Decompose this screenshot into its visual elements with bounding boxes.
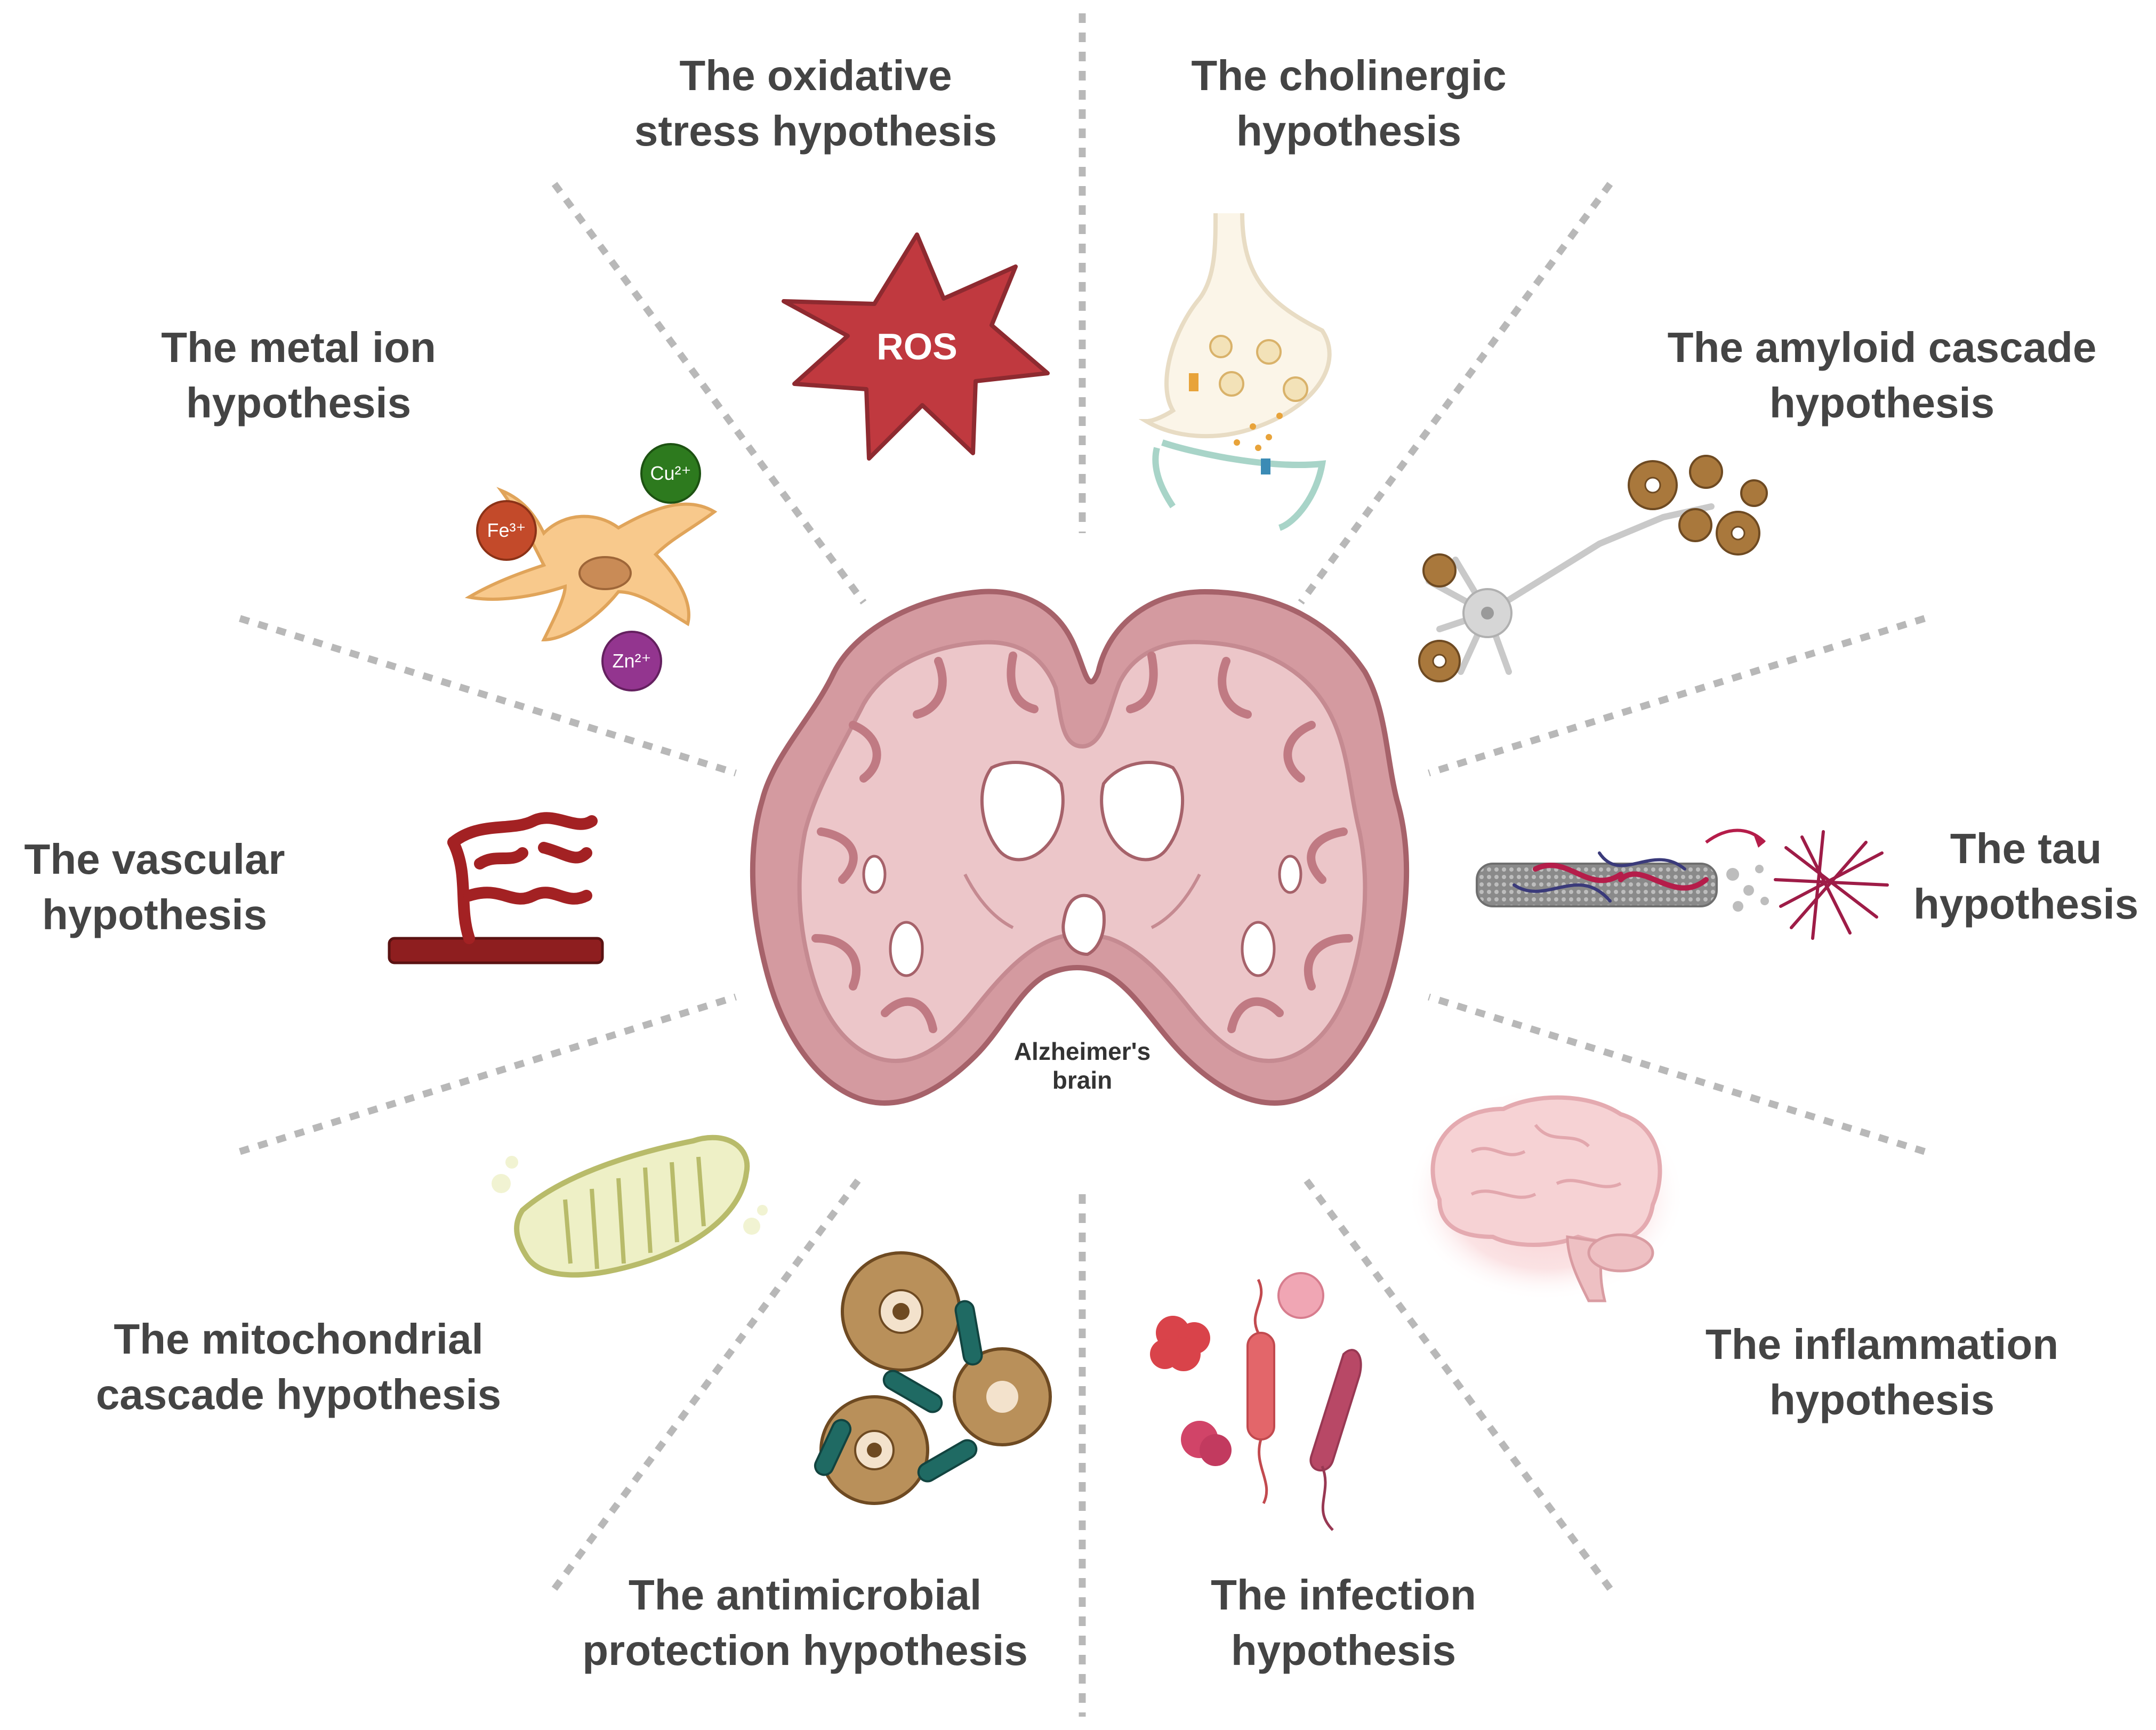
microtubule-tangle-icon <box>1476 828 1889 940</box>
microbes-icon <box>1150 1272 1362 1531</box>
zn-ion-icon <box>601 631 662 691</box>
vascular-line2: hypothesis <box>42 891 268 938</box>
vascular-title: The vascular hypothesis <box>0 832 309 943</box>
metal-line2: hypothesis <box>186 379 412 427</box>
ion-fe-label: Fe³⁺ <box>477 520 536 541</box>
fe-ion-icon <box>476 500 537 561</box>
synapse-icon <box>1138 213 1332 531</box>
tau-title: The tau hypothesis <box>1898 821 2154 932</box>
oxidative-line2: stress hypothesis <box>634 107 997 155</box>
mitochondrion-icon <box>492 1134 768 1278</box>
infection-line1: The infection <box>1211 1571 1476 1619</box>
brain-caption-line1: Alzheimer's <box>1013 1037 1151 1065</box>
antimicrobial-protection-title: The antimicrobial protection hypothesis <box>538 1567 1072 1678</box>
amyloid-bacteria-icon <box>814 1251 1052 1505</box>
oxidative-line1: The oxidative <box>679 52 952 99</box>
alzheimers-brain <box>750 589 1410 1106</box>
infection-title: The infection hypothesis <box>1130 1567 1557 1678</box>
antimicrobial-line2: protection hypothesis <box>582 1627 1028 1674</box>
cholinergic-title: The cholinergic hypothesis <box>1109 48 1589 159</box>
brain-caption-line2: brain <box>1052 1066 1113 1094</box>
fe-ion-text: Fe³⁺ <box>487 519 526 541</box>
mitochondrial-line1: The mitochondrial <box>114 1315 484 1363</box>
mitochondrial-line2: cascade hypothesis <box>95 1371 502 1418</box>
inflammation-line2: hypothesis <box>1769 1376 1995 1423</box>
ros-text: ROS <box>876 326 958 367</box>
cholinergic-line2: hypothesis <box>1236 107 1462 155</box>
ros-star-icon <box>782 232 1050 461</box>
metal-ion-title: The metal ion hypothesis <box>85 320 512 431</box>
amyloid-cascade-title: The amyloid cascade hypothesis <box>1615 320 2149 431</box>
cu-ion-text: Cu²⁺ <box>650 462 691 484</box>
amyloid-line1: The amyloid cascade <box>1667 324 2097 371</box>
vascular-line1: The vascular <box>24 835 285 883</box>
inflammation-title: The inflammation hypothesis <box>1642 1317 2122 1428</box>
mitochondrial-cascade-title: The mitochondrial cascade hypothesis <box>59 1311 538 1422</box>
metal-line1: The metal ion <box>161 324 436 371</box>
amyloid-line2: hypothesis <box>1769 379 1995 427</box>
inflamed-brain-icon <box>1407 1088 1685 1302</box>
tau-line2: hypothesis <box>1913 880 2139 928</box>
neuron-plaques-icon <box>1418 455 1768 682</box>
ion-zn-label: Zn²⁺ <box>602 650 661 672</box>
oxidative-stress-title: The oxidative stress hypothesis <box>576 48 1056 159</box>
blood-vessel-icon <box>388 812 604 964</box>
tau-line1: The tau <box>1950 825 2102 872</box>
zn-ion-text: Zn²⁺ <box>612 650 651 672</box>
brain-caption: Alzheimer's brain <box>1002 1037 1162 1095</box>
ros-label: ROS <box>853 325 981 368</box>
ion-cu-label: Cu²⁺ <box>641 463 700 484</box>
infection-line2: hypothesis <box>1230 1627 1457 1674</box>
cu-ion-icon <box>640 443 701 504</box>
antimicrobial-line1: The antimicrobial <box>628 1571 982 1619</box>
inflammation-line1: The inflammation <box>1705 1321 2059 1368</box>
cholinergic-line1: The cholinergic <box>1191 52 1507 99</box>
